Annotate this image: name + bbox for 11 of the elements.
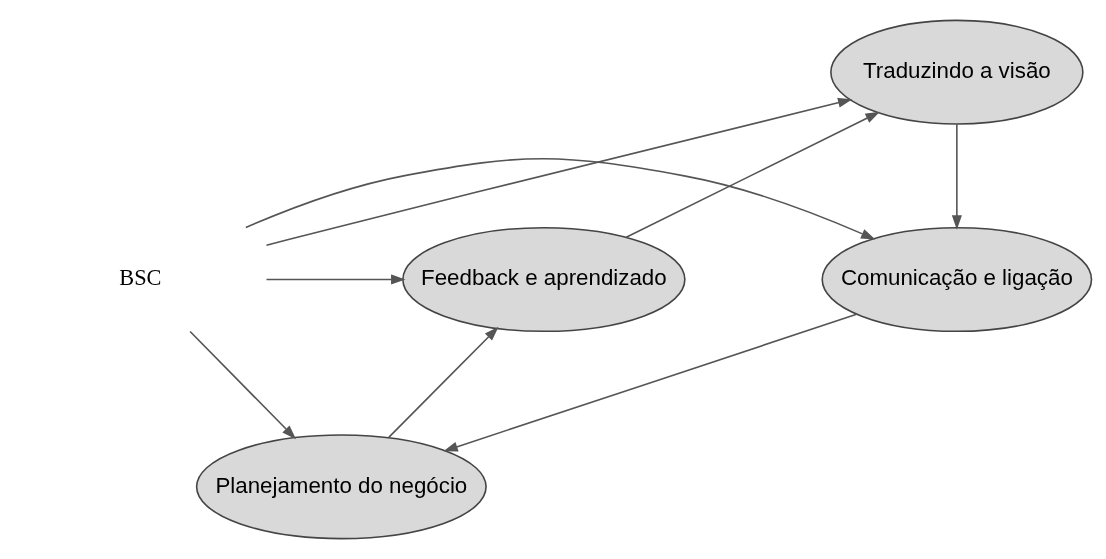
arrow — [625, 111, 880, 238]
node-ellipse: Planejamento do negócio — [195, 434, 487, 540]
arrow — [265, 274, 406, 285]
arrow — [245, 157, 876, 240]
arrow — [265, 97, 853, 246]
arrow — [189, 330, 296, 440]
node-text: BSC — [119, 265, 162, 291]
arrow — [951, 123, 962, 230]
node-ellipse: Feedback e aprendizado — [402, 226, 686, 333]
arrow — [387, 326, 499, 439]
arrow — [443, 313, 858, 452]
